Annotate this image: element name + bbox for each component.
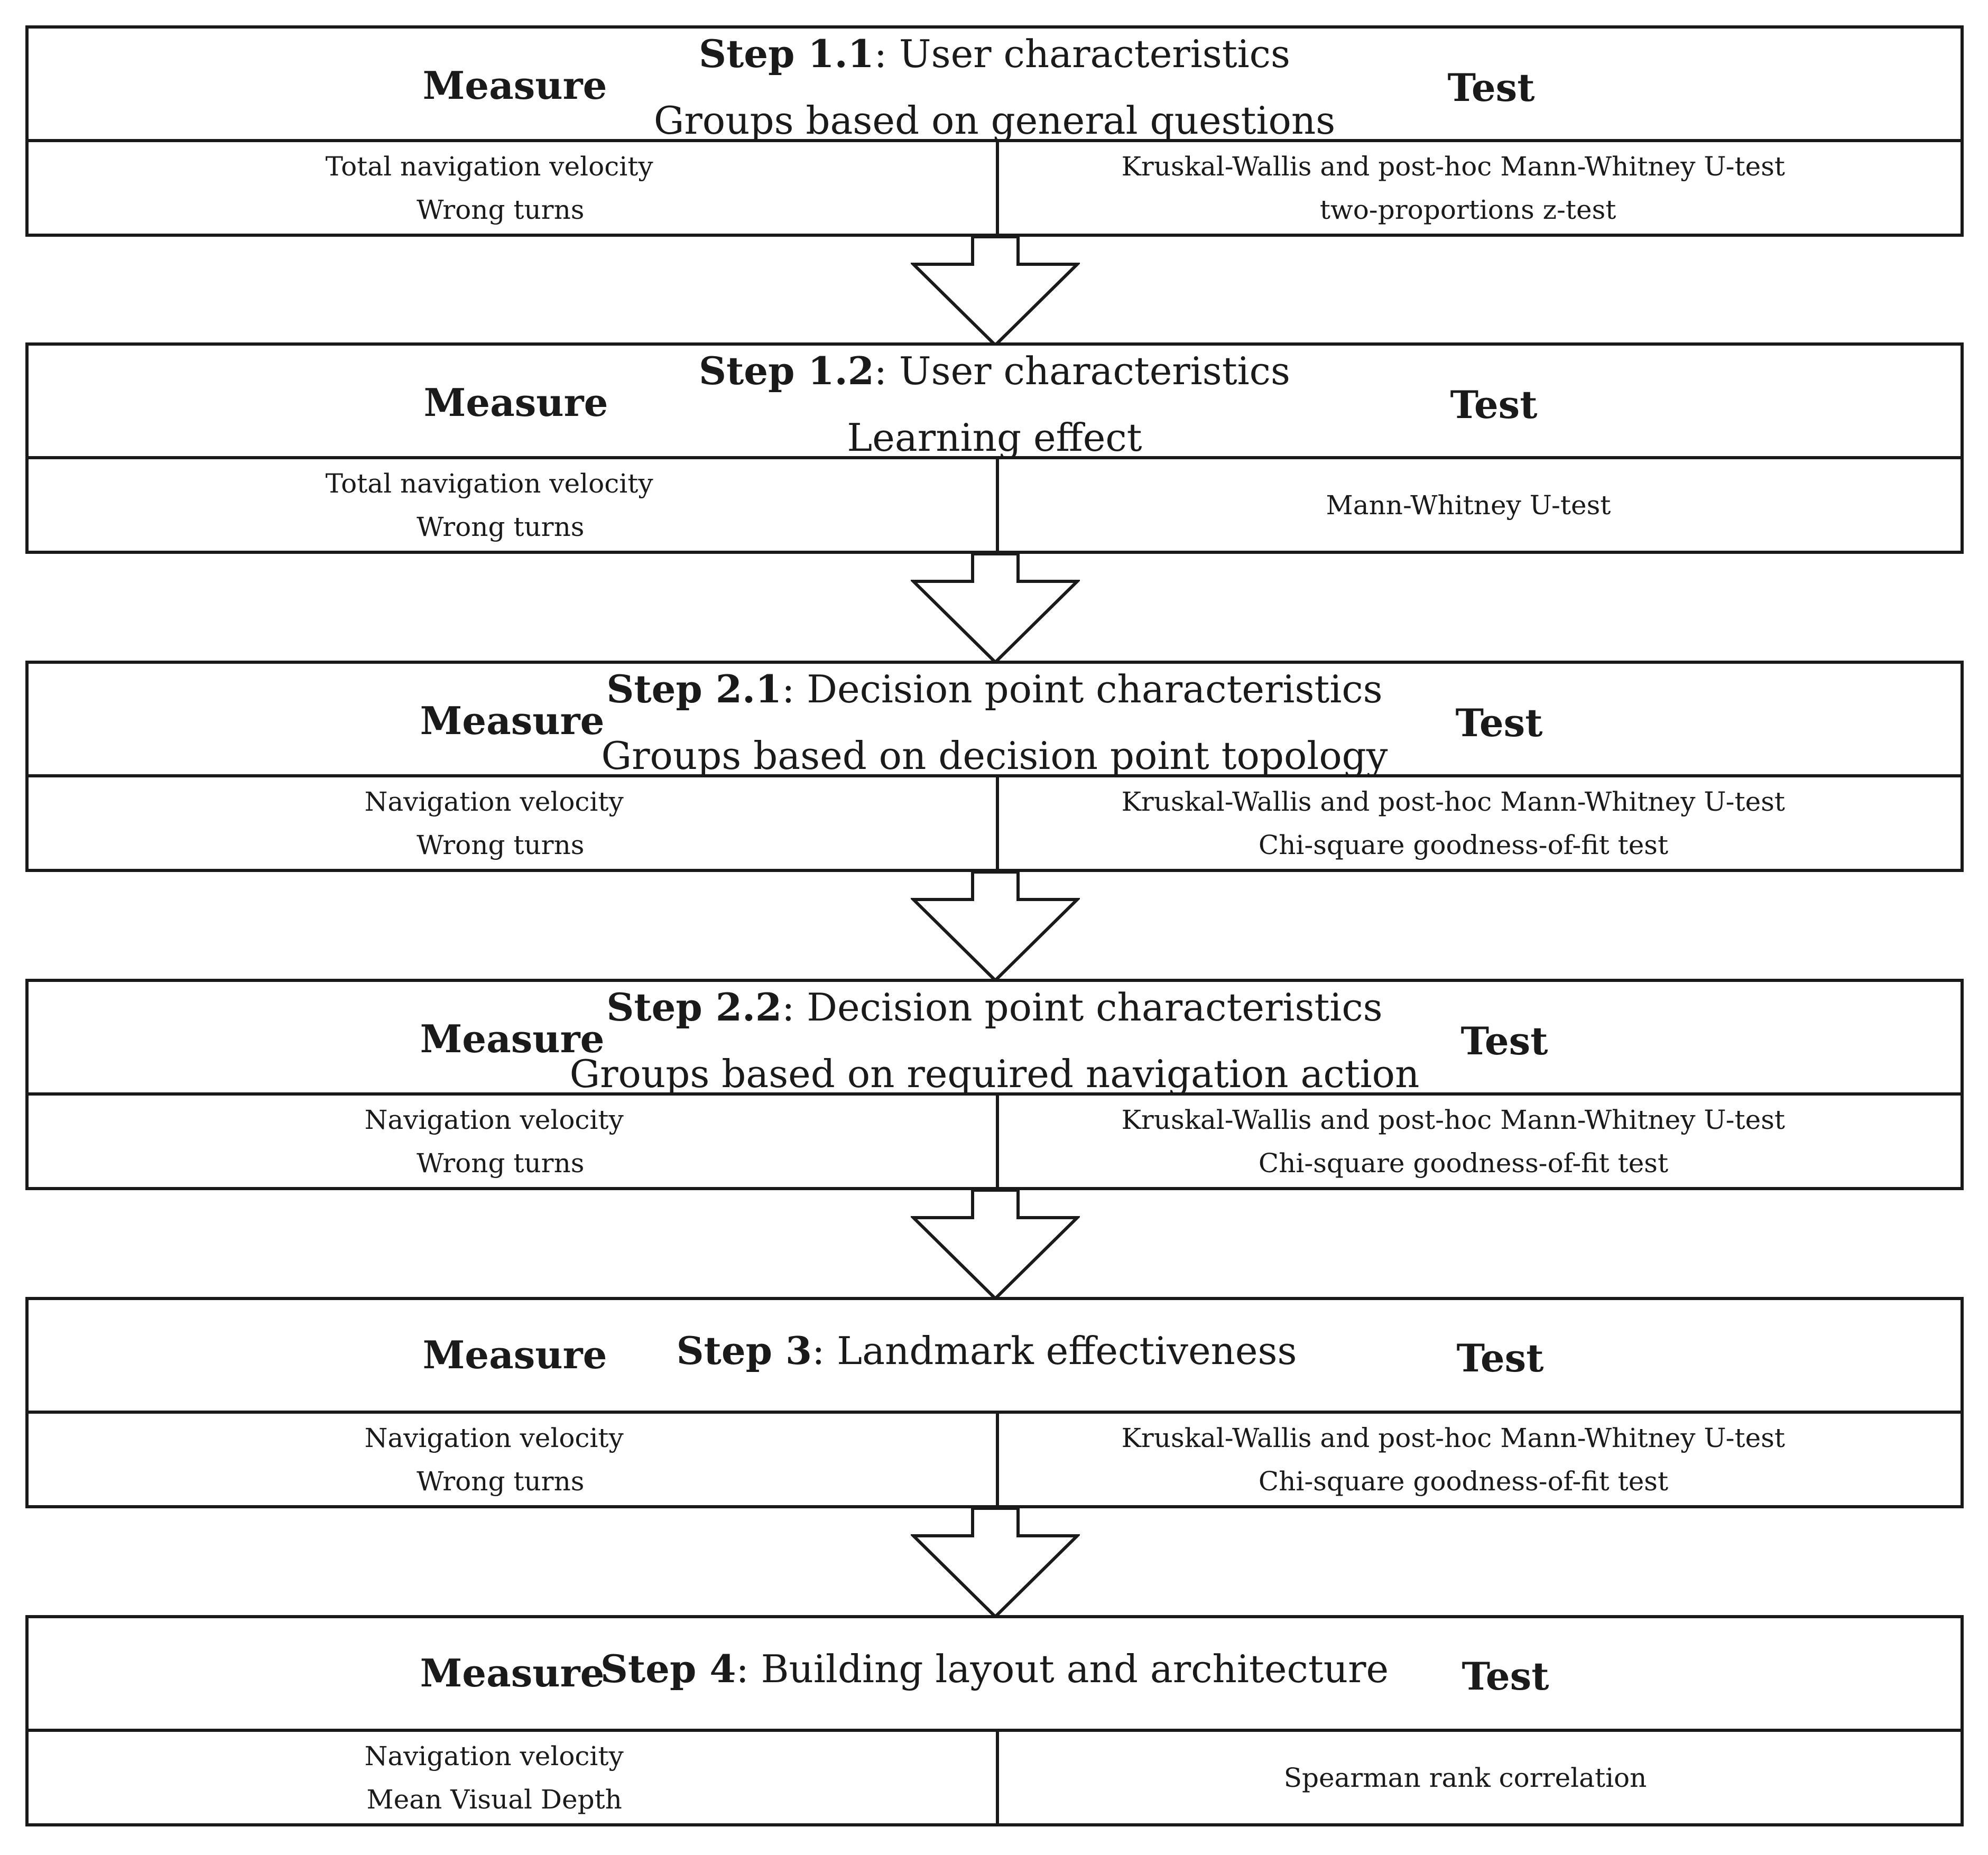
measure-item: Wrong turns — [417, 1466, 585, 1497]
step-title: Step 1.1: User characteristics — [699, 31, 1290, 76]
measure-item: Total navigation velocity — [325, 151, 653, 182]
measure-column-header: Measure — [423, 380, 608, 425]
column-divider — [996, 1096, 999, 1187]
step-box: Measure Test Step 3: Landmark effectivenes… — [25, 1297, 1964, 1508]
test-item: Chi-square goodness-of-fit test — [1258, 829, 1669, 860]
test-item: Kruskal-Wallis and post-hoc Mann-Whitney… — [1121, 151, 1785, 182]
step-header: Measure Test Step 1.2: User characteristic… — [29, 346, 1961, 459]
step-title-text: : Decision point characteristics — [782, 667, 1383, 711]
test-column-header: Test — [1455, 700, 1543, 745]
measure-item: Navigation velocity — [364, 1104, 624, 1135]
column-divider — [996, 1414, 999, 1505]
test-item: two-proportions z-test — [1319, 194, 1616, 225]
measure-column-header: Measure — [420, 1650, 605, 1695]
measure-item: Navigation velocity — [364, 1422, 624, 1453]
step-subtitle: Learning effect — [847, 415, 1142, 460]
measure-item: Navigation velocity — [364, 786, 624, 817]
test-item: Chi-square goodness-of-fit test — [1258, 1147, 1669, 1179]
test-item: Chi-square goodness-of-fit test — [1258, 1466, 1669, 1497]
step-box: Measure Test Step 2.2: Decision point char… — [25, 979, 1964, 1190]
measure-item: Total navigation velocity — [325, 468, 653, 499]
test-column-header: Test — [1462, 1654, 1549, 1699]
column-divider — [996, 1732, 999, 1823]
test-list: Kruskal-Wallis and post-hoc Mann-Whitney… — [999, 1096, 1961, 1187]
measure-item: Mean Visual Depth — [366, 1784, 622, 1815]
step-title: Step 1.2: User characteristics — [699, 348, 1290, 393]
step-title: Step 2.1: Decision point characteristics — [606, 666, 1383, 711]
measure-column-header: Measure — [422, 63, 607, 108]
column-divider — [996, 777, 999, 869]
step-title-text: : User characteristics — [874, 349, 1290, 393]
step-box: Measure Test Step 1.1: User characteristic… — [25, 25, 1964, 237]
step-title-text: : Decision point characteristics — [782, 985, 1383, 1029]
test-column-header: Test — [1456, 1335, 1544, 1380]
measure-item: Wrong turns — [417, 511, 585, 542]
step-label: Step 4 — [600, 1646, 736, 1691]
step-label: Step 1.1 — [699, 31, 874, 76]
measure-item: Navigation velocity — [364, 1740, 624, 1771]
step-box: Measure Test Step 1.2: User characteristic… — [25, 342, 1964, 554]
down-arrow-icon — [911, 552, 1080, 665]
step-label: Step 2.2 — [606, 985, 782, 1029]
step-header: Measure Test Step 2.2: Decision point char… — [29, 982, 1961, 1096]
measure-column-header: Measure — [422, 1332, 607, 1377]
step-header: Measure Test Step 2.1: Decision point char… — [29, 664, 1961, 777]
test-item: Kruskal-Wallis and post-hoc Mann-Whitney… — [1121, 1104, 1785, 1135]
test-column-header: Test — [1450, 382, 1538, 427]
measure-column-header: Measure — [420, 698, 605, 743]
down-arrow-icon — [911, 1189, 1080, 1301]
test-list: Mann-Whitney U-test — [999, 459, 1961, 551]
measure-item: Wrong turns — [417, 829, 585, 860]
step-header: Measure Test Step 4: Building layout and a… — [29, 1618, 1961, 1732]
step-subtitle: Groups based on general questions — [653, 98, 1336, 143]
down-arrow-icon — [911, 235, 1080, 348]
test-list: Spearman rank correlation — [999, 1732, 1961, 1823]
test-item: Kruskal-Wallis and post-hoc Mann-Whitney… — [1121, 786, 1785, 817]
test-column-header: Test — [1460, 1018, 1548, 1063]
column-divider — [996, 459, 999, 551]
down-arrow-icon — [911, 1507, 1080, 1619]
test-list: Kruskal-Wallis and post-hoc Mann-Whitney… — [999, 142, 1961, 234]
test-item: Mann-Whitney U-test — [1326, 489, 1611, 521]
step-label: Step 3 — [676, 1328, 812, 1373]
step-title-text: : User characteristics — [874, 32, 1290, 76]
step-subtitle: Groups based on decision point topology — [601, 734, 1388, 778]
test-list: Kruskal-Wallis and post-hoc Mann-Whitney… — [999, 1414, 1961, 1505]
column-divider — [996, 142, 999, 234]
test-column-header: Test — [1447, 65, 1535, 110]
step-label: Step 1.2 — [699, 348, 874, 393]
measure-item: Wrong turns — [417, 1147, 585, 1179]
step-header: Measure Test Step 1.1: User characteristic… — [29, 29, 1961, 142]
measure-column-header: Measure — [420, 1016, 605, 1061]
step-title-text: : Landmark effectiveness — [812, 1329, 1297, 1373]
step-box: Measure Test Step 2.1: Decision point char… — [25, 661, 1964, 872]
test-list: Kruskal-Wallis and post-hoc Mann-Whitney… — [999, 777, 1961, 869]
step-title: Step 2.2: Decision point characteristics — [606, 985, 1383, 1029]
step-header: Measure Test Step 3: Landmark effectivenes… — [29, 1300, 1961, 1414]
test-item: Spearman rank correlation — [1283, 1762, 1647, 1793]
test-item: Kruskal-Wallis and post-hoc Mann-Whitney… — [1121, 1422, 1785, 1453]
measure-item: Wrong turns — [417, 194, 585, 225]
step-title: Step 3: Landmark effectiveness — [677, 1330, 1297, 1372]
step-subtitle: Groups based on required navigation acti… — [569, 1052, 1420, 1096]
step-title-text: : Building layout and architecture — [736, 1647, 1389, 1691]
step-title: Step 4: Building layout and architecture — [600, 1646, 1389, 1691]
step-box: Measure Test Step 4: Building layout and a… — [25, 1615, 1964, 1826]
step-label: Step 2.1 — [606, 666, 782, 711]
down-arrow-icon — [911, 870, 1080, 983]
